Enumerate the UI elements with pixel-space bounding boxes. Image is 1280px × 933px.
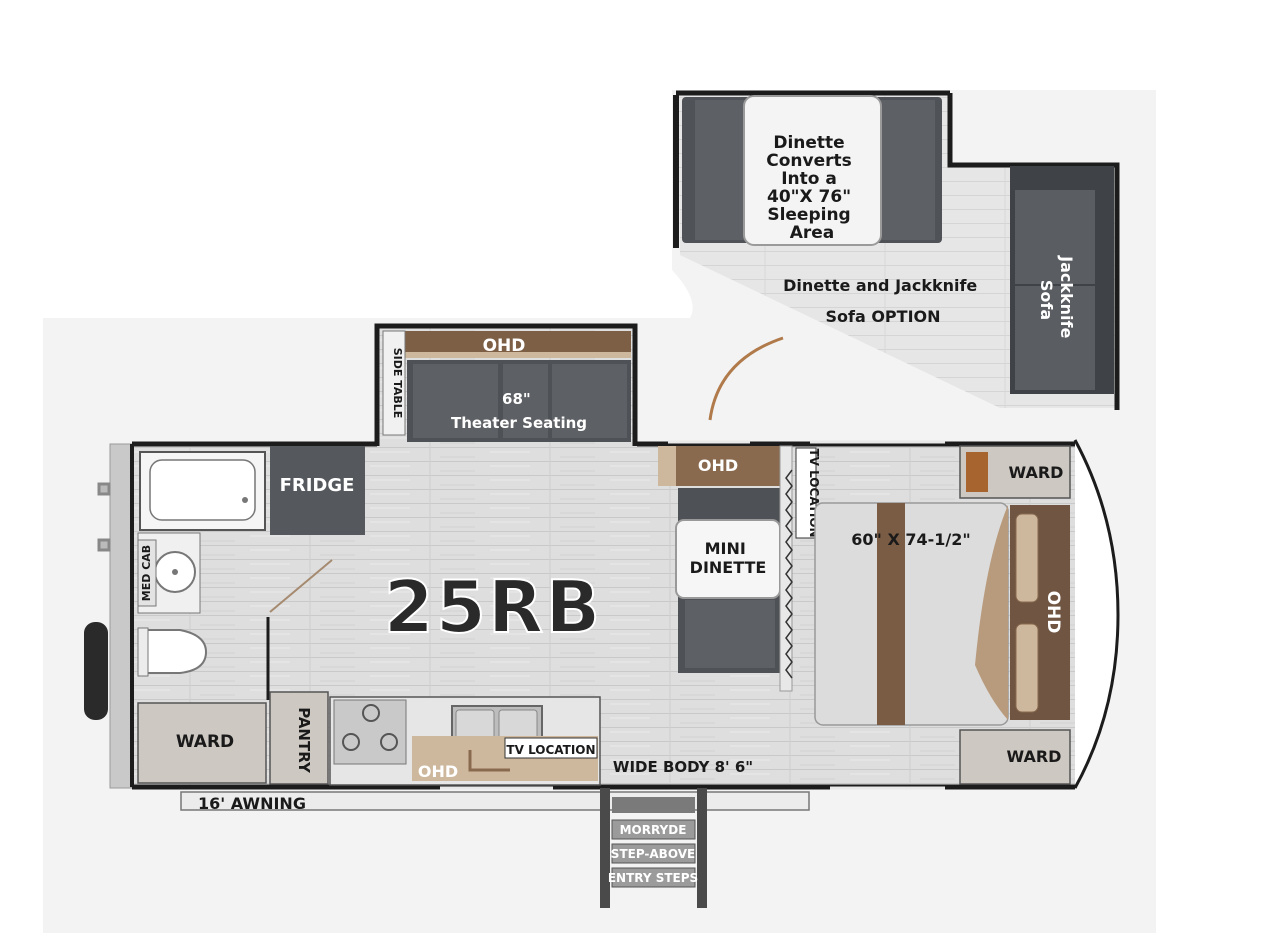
option-caption: Dinette and Jackknife [783,276,977,295]
ward-front-top-label: WARD [1009,463,1064,482]
svg-text:68" Theater Seating: 68" Theater Seating [451,390,587,432]
dinette-note-line: Converts [766,151,852,171]
dinette-note-line: Into a [781,169,837,189]
jackknife-label: Sofa [1037,280,1056,320]
fridge [270,446,365,535]
mini-dinette-area: OHD MINI DINETTE TV LOCATION [658,445,821,692]
ohd-dinette-label: OHD [698,456,738,475]
dinette-table [743,95,882,246]
bathroom: MED CAB WARD [137,451,333,784]
awning-label: 16' AWNING [198,794,306,813]
dinette-note-line: Dinette [773,133,844,153]
ohd-slide-label: OHD [483,336,526,356]
toilet [141,629,208,674]
med-cab-label: MED CAB [140,545,153,601]
dinette-option-diagram: Dinette Converts Into a 40"X 76" Sleepin… [673,90,1120,410]
mini-dinette-label: MINI [705,539,746,558]
side-table-label: SIDE TABLE [391,348,404,419]
bedroom: 60" X 74-1/2" OHD WARD WARD [814,445,1071,785]
ward-front-bottom [959,729,1071,785]
option-caption: Sofa OPTION [825,307,940,326]
slide-out: OHD SIDE TABLE 68" Theater Seating [374,323,638,446]
ward-rear-label: WARD [176,732,234,752]
model-number: 25RB [384,565,603,649]
ward-front-bottom-label: WARD [1007,747,1062,766]
wide-body-label: WIDE BODY 8' 6" [613,758,753,776]
dinette-note-line: Sleeping [767,205,850,225]
tv-location-kitchen-label: TV LOCATION [506,743,595,757]
dinette-note-line: 40"X 76" [767,187,851,207]
entry-steps: MORRYDE STEP-ABOVE ENTRY STEPS [600,788,707,908]
pantry-label: PANTRY [295,707,313,774]
bed-size-label: 60" X 74-1/2" [851,530,970,549]
door-swing-arc [708,336,784,421]
ward-rear [137,702,267,784]
mini-dinette-label: DINETTE [690,558,767,577]
ohd-front-label: OHD [1043,591,1063,634]
ohd-dinette [658,446,780,486]
ohd-slide [383,331,631,356]
kitchen: PANTRY OHD TV LOCATION [269,691,601,786]
jackknife-label: Jackknife [1057,255,1076,338]
dinette-note-line: Area [790,223,835,243]
steps-label: ENTRY STEPS [608,871,698,885]
svg-text:Dinette and Jackknife So: Dinette and Jackknife Sofa OPTION [783,276,983,326]
steps-label: MORRYDE [620,823,687,837]
theater-seating-size: 68" [502,390,531,408]
bed-runner [877,503,905,725]
ohd-kitchen-label: OHD [418,762,458,781]
steps-label: STEP-ABOVE [611,847,695,861]
theater-seating-label: Theater Seating [451,414,587,432]
svg-text:Jackknife Sofa: Jackknife Sofa [1037,255,1076,344]
fridge-label: FRIDGE [280,475,355,496]
cooktop [333,699,407,765]
spare-tire [84,622,108,720]
svg-text:MINI DINETTE: MINI DINETTE [690,539,767,577]
svg-text:Dinette Converts I: Dinette Converts Into a 40"X 76" Sleepin… [766,133,857,243]
pantry [269,691,329,785]
side-table [382,330,406,436]
